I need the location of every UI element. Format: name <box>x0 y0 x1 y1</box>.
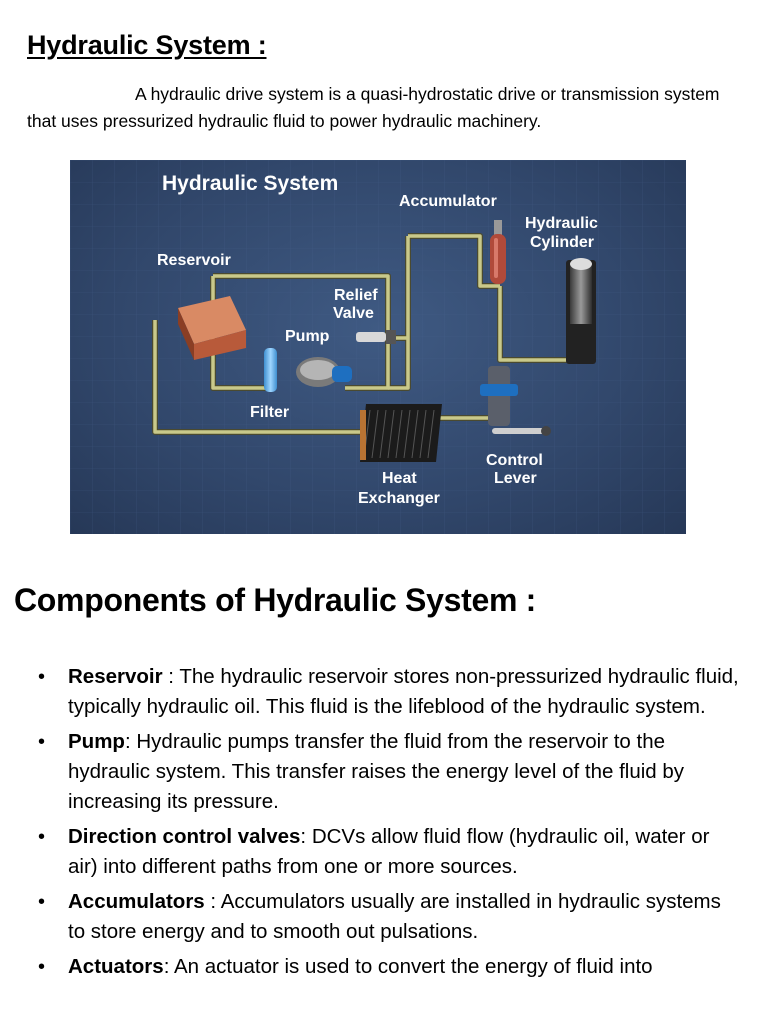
list-item: • Actuators: An actuator is used to conv… <box>0 952 740 982</box>
components-list: • Reservoir : The hydraulic reservoir st… <box>0 662 740 987</box>
list-item-term: Direction control valves <box>68 825 301 848</box>
list-item: • Direction control valves: DCVs allow f… <box>0 822 740 882</box>
list-item-text: Hydraulic pumps transfer the fluid from … <box>68 730 685 813</box>
list-item-separator: : <box>162 665 180 688</box>
list-item: • Pump: Hydraulic pumps transfer the flu… <box>0 727 740 817</box>
reservoir-component <box>178 296 246 360</box>
list-item-term: Reservoir <box>68 665 163 688</box>
label-hydraulic-cylinder-line2: Cylinder <box>530 234 594 251</box>
label-hydraulic-cylinder-line1: Hydraulic <box>525 215 598 232</box>
bullet-icon: • <box>38 826 46 848</box>
list-item-term: Pump <box>68 730 125 753</box>
list-item-text: Accumulators usually are installed in hy… <box>68 890 721 943</box>
page-title: Hydraulic System : <box>27 30 267 60</box>
hydraulic-system-diagram: Hydraulic System Accumulator Hydraulic C… <box>70 160 686 534</box>
list-item-text: The hydraulic reservoir stores non-press… <box>68 665 739 718</box>
intro-paragraph: A hydraulic drive system is a quasi-hydr… <box>27 84 720 131</box>
label-control-lever-line2: Lever <box>494 470 537 487</box>
diagram-svg: Hydraulic System Accumulator Hydraulic C… <box>70 160 686 534</box>
label-filter: Filter <box>250 404 289 421</box>
list-item: • Reservoir : The hydraulic reservoir st… <box>0 662 740 722</box>
components-heading: Components of Hydraulic System : <box>14 582 537 618</box>
bullet-icon: • <box>38 891 46 913</box>
label-control-lever-line1: Control <box>486 452 543 469</box>
accumulator-component <box>490 220 506 284</box>
bullet-icon: • <box>38 956 46 978</box>
diagram-title: Hydraulic System <box>162 172 338 195</box>
list-item-separator: : <box>124 730 137 753</box>
label-heat-exchanger-line2: Exchanger <box>358 490 440 507</box>
hydraulic-cylinder-component <box>566 258 596 364</box>
label-pump: Pump <box>285 328 330 345</box>
pump-component <box>296 357 352 387</box>
list-item: • Accumulators : Accumulators usually ar… <box>0 887 740 947</box>
label-accumulator: Accumulator <box>399 193 497 210</box>
filter-component <box>264 348 277 392</box>
label-relief-valve-line1: Relief <box>334 287 378 304</box>
list-item-term: Actuators <box>68 955 164 978</box>
heat-exchanger-component <box>360 404 442 462</box>
label-reservoir: Reservoir <box>157 252 231 269</box>
bullet-icon: • <box>38 666 46 688</box>
list-item-separator: : <box>300 825 312 848</box>
list-item-separator: : <box>163 955 174 978</box>
list-item-separator: : <box>204 890 221 913</box>
list-item-text: An actuator is used to convert the energ… <box>173 955 653 978</box>
relief-valve-component <box>356 330 396 344</box>
control-valve-component <box>480 366 551 436</box>
bullet-icon: • <box>38 731 46 753</box>
label-heat-exchanger-line1: Heat <box>382 470 417 487</box>
list-item-term: Accumulators <box>68 890 205 913</box>
label-relief-valve-line2: Valve <box>333 305 374 322</box>
list-item-text: DCVs allow fluid flow (hydraulic oil, wa… <box>68 825 710 878</box>
